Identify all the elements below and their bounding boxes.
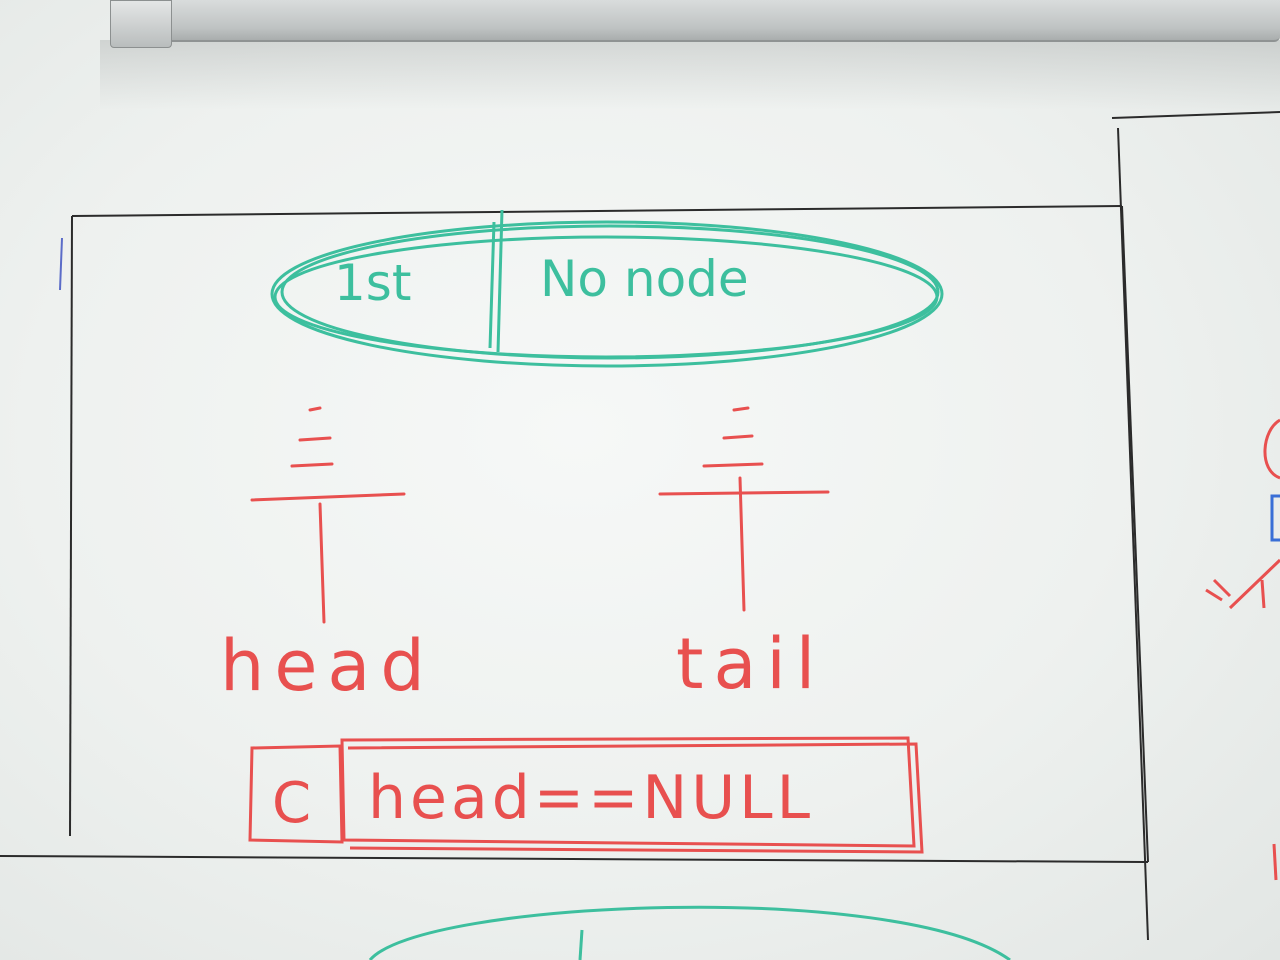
bottom-partial-ellipse <box>368 905 1011 960</box>
title-left: 1st <box>334 254 411 312</box>
head-label: head <box>220 625 435 707</box>
title-ellipse <box>270 220 944 368</box>
blue-tick <box>59 237 63 291</box>
title-right: No node <box>540 250 749 308</box>
condition-tag: C <box>272 771 311 836</box>
tail-label: tail <box>676 623 825 705</box>
tail-pointer-symbol <box>658 406 830 612</box>
condition-boxes <box>248 736 924 854</box>
condition-text: head==NULL <box>368 763 814 833</box>
title-divider <box>488 209 504 353</box>
right-edge-partial-drawing <box>1205 418 1280 881</box>
ceiling-light-fixture <box>110 0 1280 42</box>
head-pointer-symbol <box>250 406 406 624</box>
fixture-shadow <box>100 40 1280 110</box>
fixture-end-cap <box>110 0 172 48</box>
frame-main <box>0 111 1280 941</box>
